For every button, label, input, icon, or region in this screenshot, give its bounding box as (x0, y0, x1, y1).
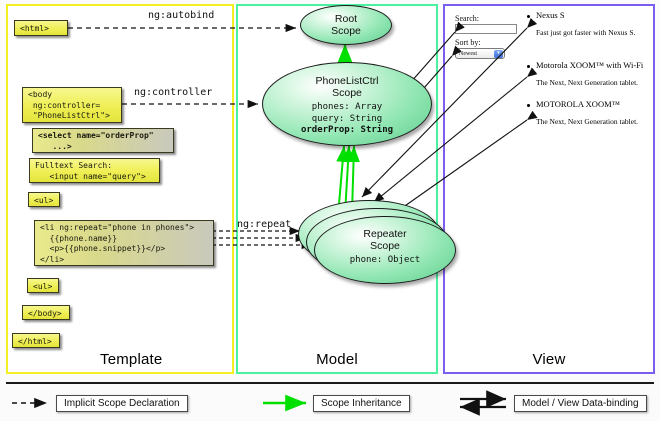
code-box-html-close: </html> (12, 333, 60, 348)
panel-template-label: Template (100, 351, 163, 368)
label-ng-autobind: ng:autobind (148, 10, 215, 21)
legend-implicit-scope-declaration: Implicit Scope Declaration (56, 395, 188, 412)
legend-scope-inheritance: Scope Inheritance (313, 395, 410, 412)
panel-view-label: View (532, 351, 566, 368)
search-label: Search: (455, 14, 479, 23)
code-box-ul-open: <ul> (28, 192, 60, 207)
phone-title: Motorola XOOM™ with Wi-Fi (536, 60, 644, 70)
legend-divider (6, 382, 654, 384)
panel-model-label: Model (316, 351, 358, 368)
label-ng-controller: ng:controller (134, 87, 213, 98)
list-bullet (527, 104, 530, 107)
list-bullet (527, 15, 530, 18)
legend-model-view-data-binding: Model / View Data-binding (514, 395, 647, 412)
code-box-fulltext-search: Fulltext Search: <input name="query"> (29, 158, 160, 183)
phone-title: Nexus S (536, 10, 565, 20)
phone-title: MOTOROLA XOOM™ (536, 99, 620, 109)
sort-select[interactable]: Newest ▾ (455, 48, 505, 59)
repeater-scope-props: phone: Object (349, 255, 421, 266)
search-input[interactable] (455, 24, 517, 34)
label-ng-repeat: ng:repeat (237, 219, 292, 230)
code-box-ul-close: <ul> (27, 278, 59, 293)
phonelistctrl-scope-props: phones: Array query: String orderProp: S… (300, 102, 394, 135)
phone-desc: The Next, Next Generation tablet. (536, 117, 639, 126)
code-box-html-open: <html> (14, 20, 68, 36)
code-box-body-close: </body> (22, 305, 70, 320)
panel-model: Model (236, 4, 438, 374)
list-bullet (527, 65, 530, 68)
code-box-li-ngrepeat: <li ng:repeat="phone in phones"> {{phone… (34, 220, 214, 266)
phone-desc: The Next, Next Generation tablet. (536, 78, 639, 87)
sort-select-value: Newest (459, 51, 477, 57)
chevron-down-icon[interactable]: ▾ (494, 50, 503, 58)
code-box-body-controller: <body ng:controller= "PhoneListCtrl"> (22, 87, 122, 123)
code-box-select-orderprop: <select name="orderProp" ...> (32, 128, 174, 153)
sort-label: Sort by: (455, 38, 481, 47)
phone-desc: Fast just got faster with Nexus S. (536, 28, 636, 37)
